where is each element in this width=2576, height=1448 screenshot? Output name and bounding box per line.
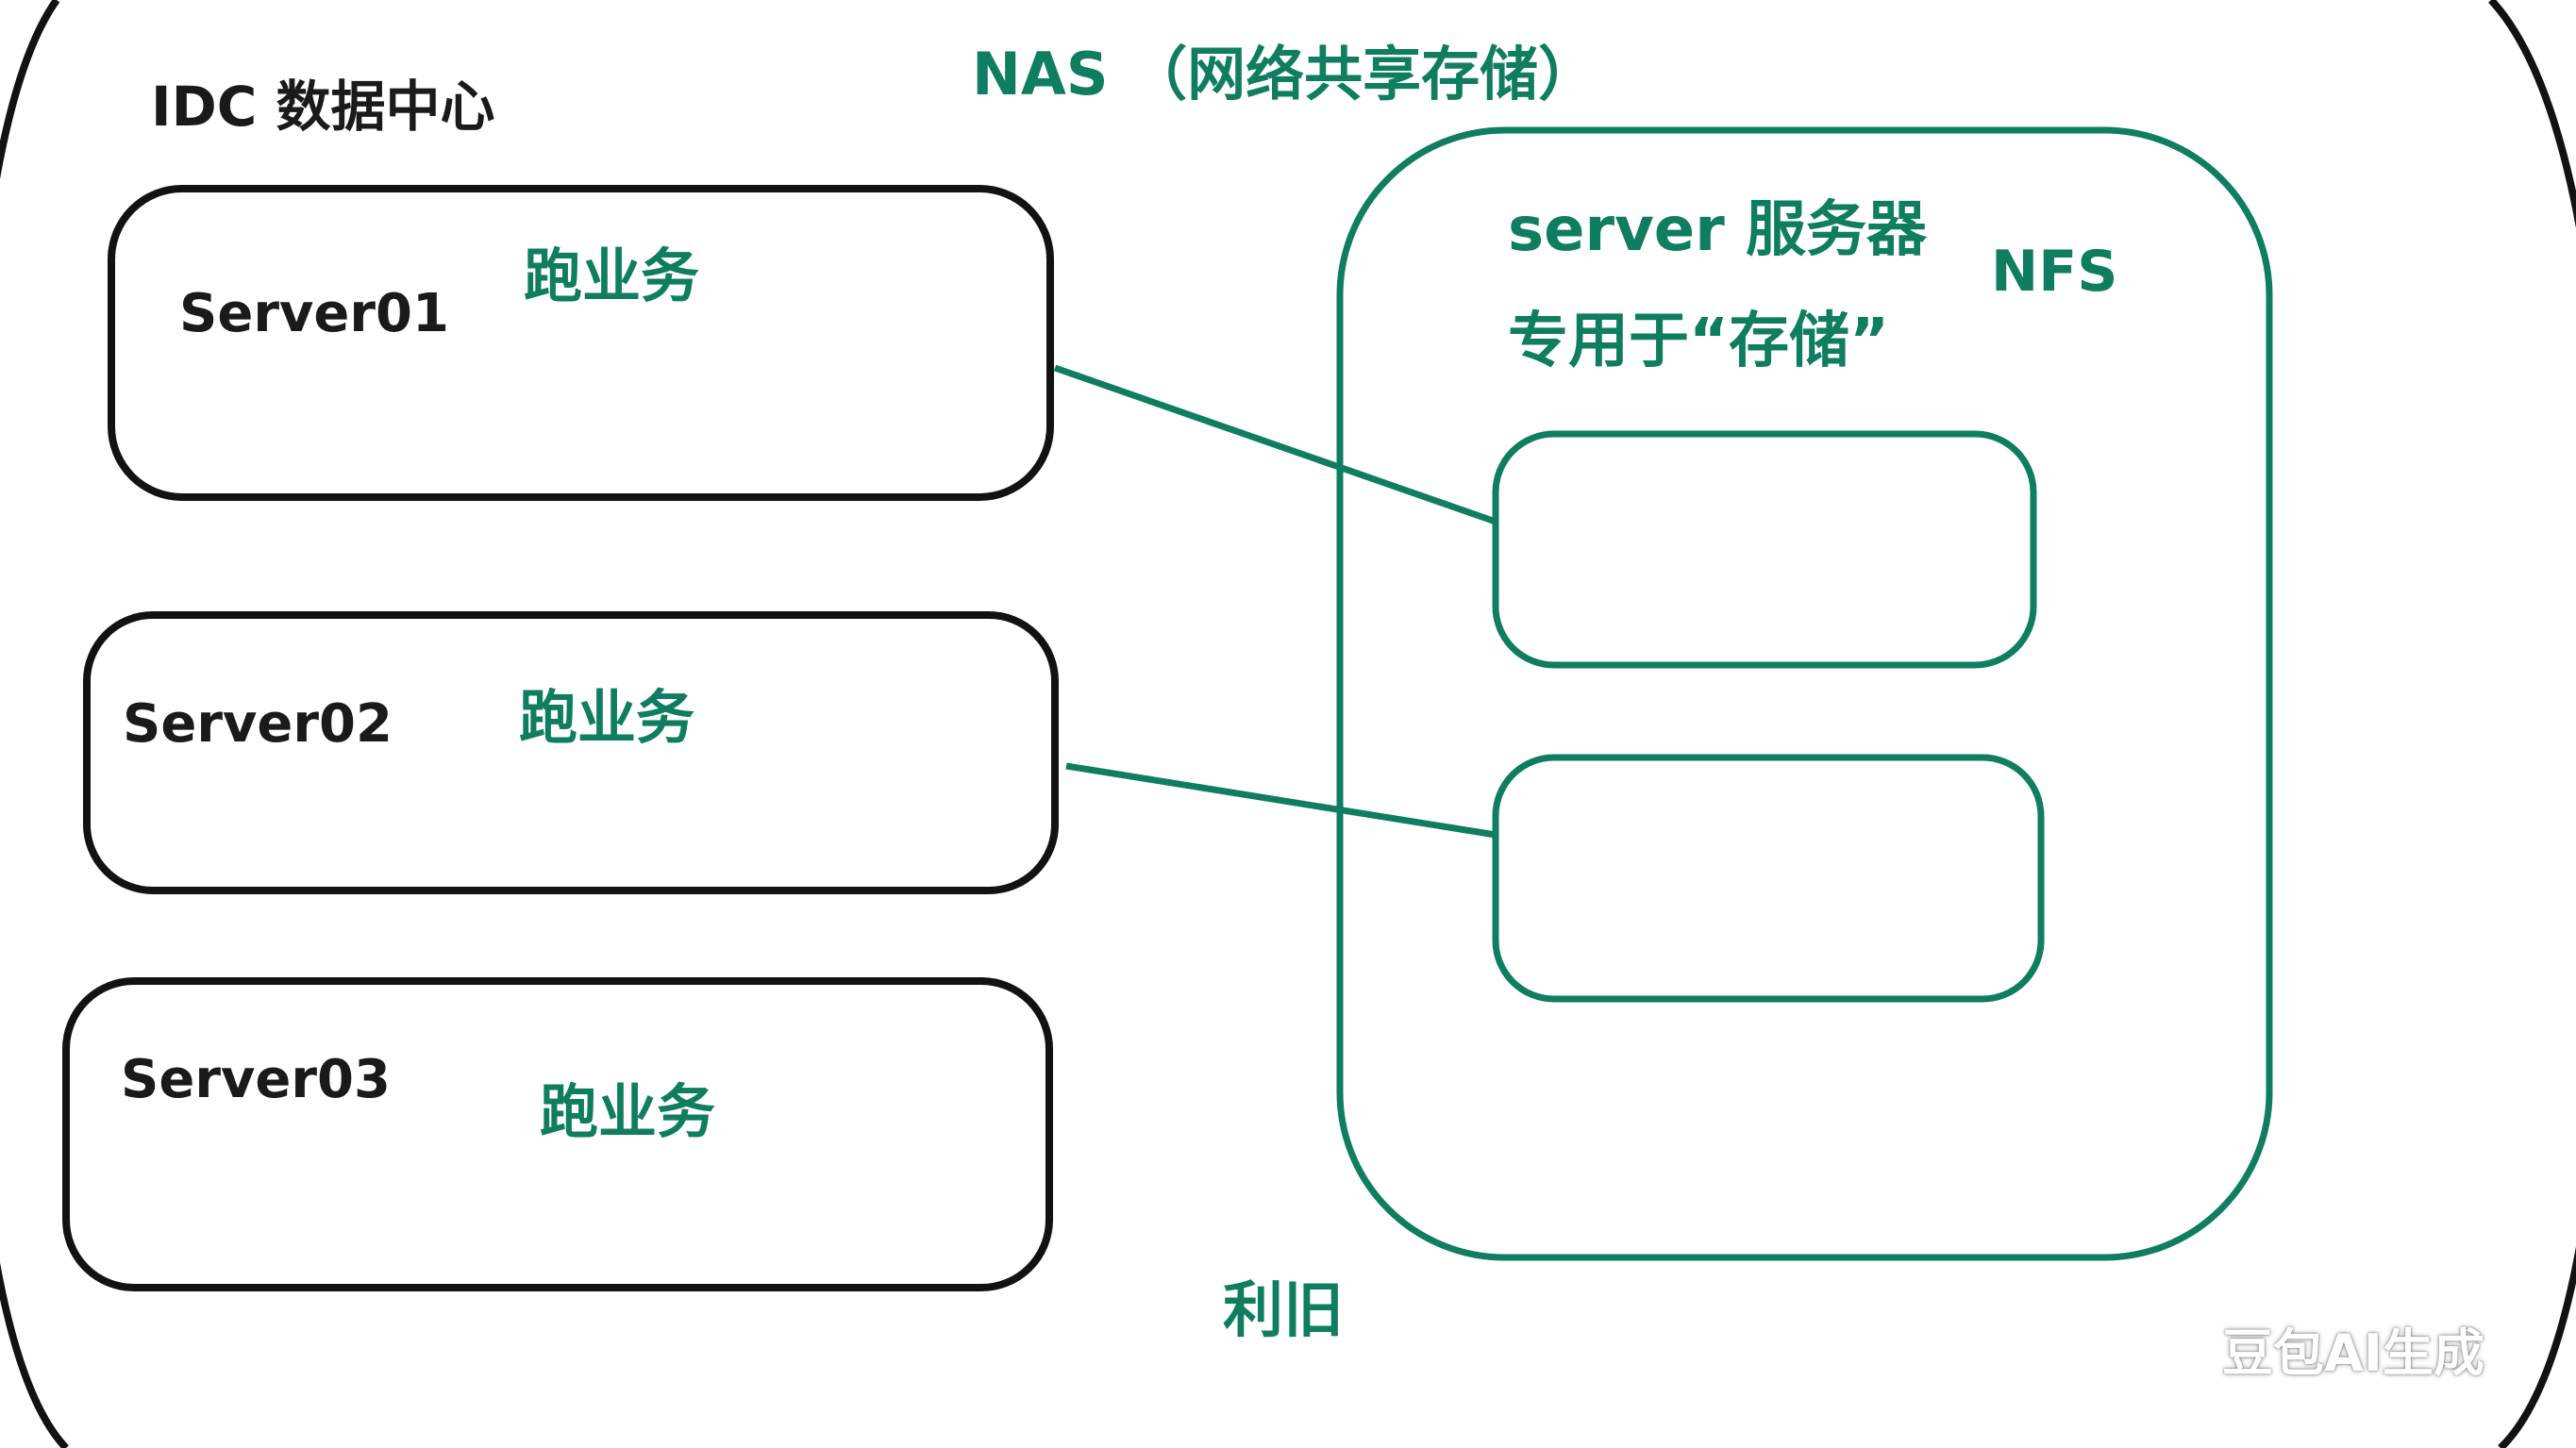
connector-server02-volume2 [1065,762,1497,839]
server01-name: Server01 [179,283,449,344]
connector-server01-volume1 [1053,364,1497,525]
nfs-label: NFS [1991,239,2118,305]
storage-server-box [1336,126,2273,1261]
reuse-label: 利旧 [1223,1276,1344,1346]
server03-role: 跑业务 [540,1077,716,1146]
watermark-text: 豆包AI生成 [2222,1323,2484,1383]
storage-volume-2 [1492,754,2045,1003]
server-box-01 [108,185,1054,501]
server-box-02 [83,611,1059,894]
server02-role: 跑业务 [519,683,695,752]
storage-server-title: server 服务器 [1508,195,1928,265]
server03-name: Server03 [121,1049,391,1110]
server01-role: 跑业务 [524,241,700,310]
server02-name: Server02 [123,693,393,755]
idc-label: IDC 数据中心 [151,75,495,139]
nas-label: NAS （网络共享存储） [972,40,1597,108]
storage-volume-1 [1492,430,2037,669]
server-box-03 [62,977,1053,1291]
storage-server-subtitle: 专用于“存储” [1508,307,1890,376]
